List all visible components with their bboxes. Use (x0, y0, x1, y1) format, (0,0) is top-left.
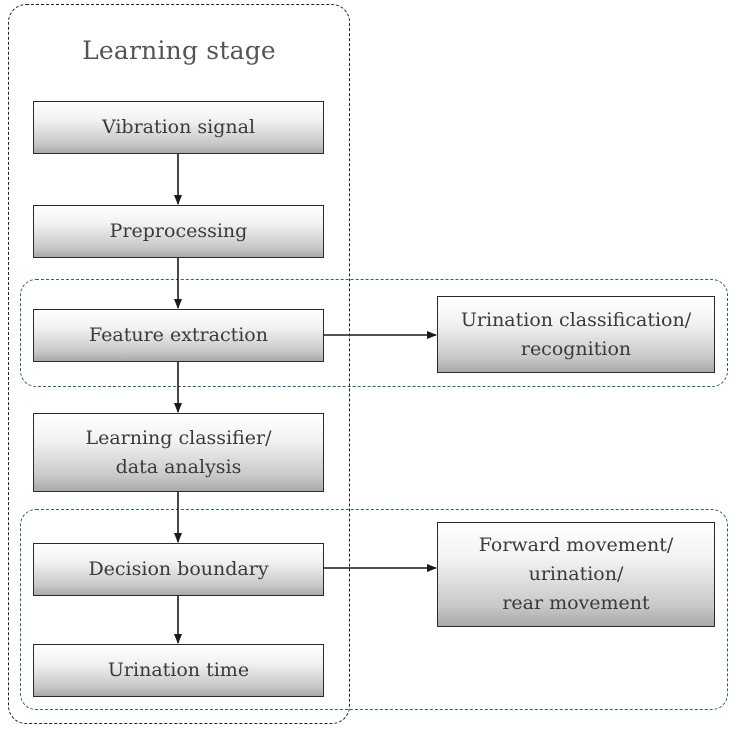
urination-classification-box: Urination classification/ recognition (437, 296, 715, 373)
feature-extraction-box: Feature extraction (33, 309, 324, 362)
urination-time-box: Urination time (33, 644, 324, 697)
decision-boundary-box: Decision boundary (33, 543, 324, 596)
vibration-signal-box: Vibration signal (33, 101, 324, 154)
forward-movement-box: Forward movement/ urination/ rear moveme… (437, 522, 715, 627)
learning-classifier-box: Learning classifier/ data analysis (33, 413, 324, 492)
stage-title: Learning stage (82, 36, 276, 65)
preprocessing-box: Preprocessing (33, 205, 324, 258)
